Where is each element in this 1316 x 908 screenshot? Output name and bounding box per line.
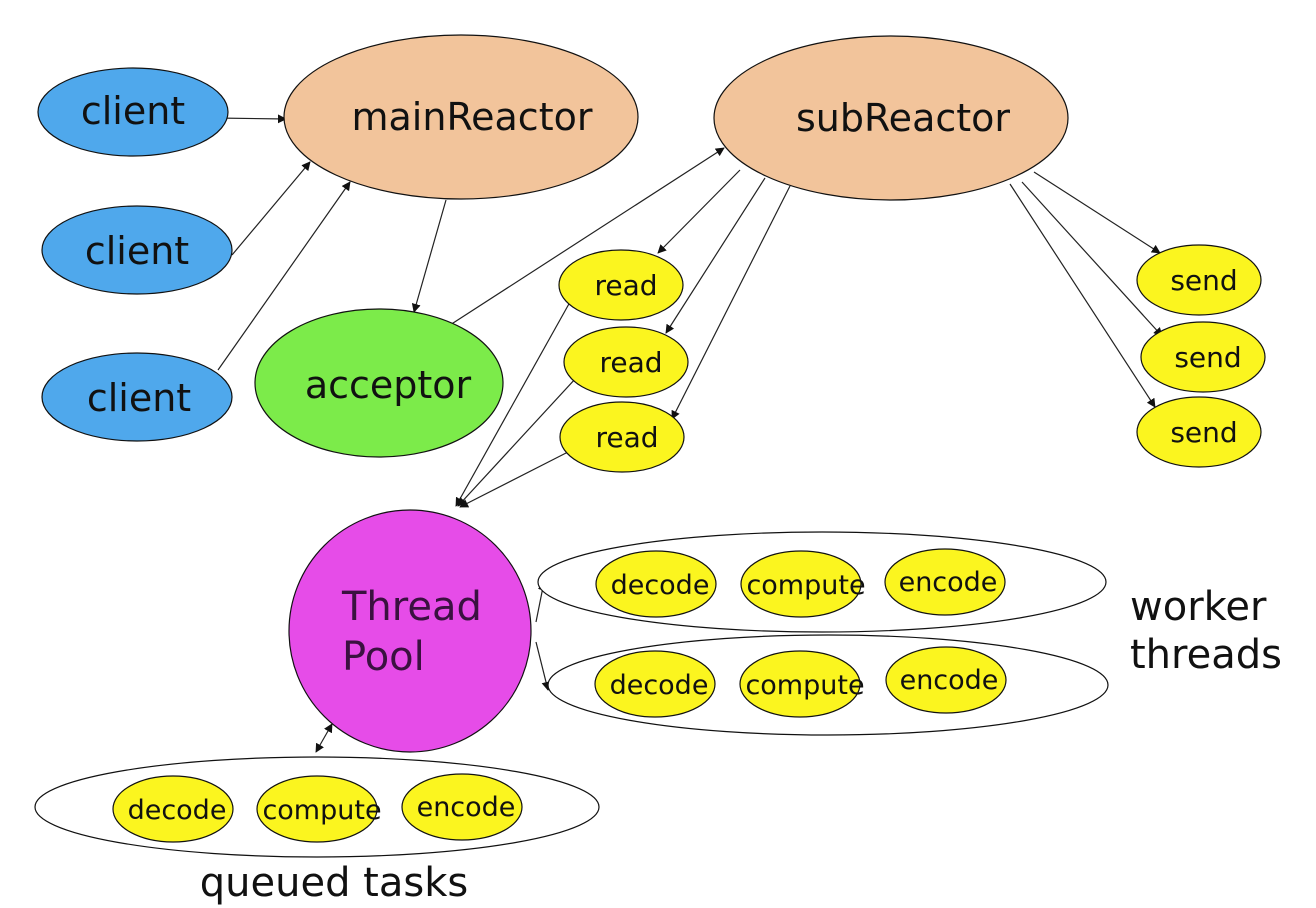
edge-threadpool-queue bbox=[315, 723, 333, 753]
read-node: read bbox=[559, 401, 685, 473]
worker-thread-group: decode compute encode bbox=[547, 634, 1109, 736]
edge-subreactor-send1 bbox=[1033, 171, 1161, 254]
encode-ellipse bbox=[884, 548, 1006, 616]
send-label: send bbox=[1170, 416, 1237, 449]
send-label: send bbox=[1174, 341, 1241, 374]
worker-threads-label-line2: threads bbox=[1130, 632, 1282, 678]
sub-reactor-ellipse bbox=[713, 35, 1069, 201]
sub-reactor-node: subReactor bbox=[713, 35, 1069, 201]
client-label: client bbox=[85, 229, 189, 273]
edges bbox=[214, 114, 1163, 753]
encode-ellipse bbox=[885, 646, 1007, 714]
edge-subreactor-read3 bbox=[671, 185, 791, 420]
queued-tasks-label: queued tasks bbox=[200, 860, 468, 906]
compute-label: compute bbox=[745, 670, 864, 701]
decode-label: decode bbox=[611, 570, 710, 601]
send-ellipse bbox=[1136, 244, 1262, 316]
thread-pool-node: Thread Pool bbox=[288, 509, 532, 753]
compute-ellipse bbox=[740, 550, 862, 618]
client-label: client bbox=[87, 376, 191, 420]
edge-read2-threadpool bbox=[457, 377, 577, 507]
encode-label: encode bbox=[899, 567, 998, 598]
compute-label: compute bbox=[262, 795, 381, 826]
send-node: send bbox=[1136, 396, 1262, 468]
read-node: read bbox=[558, 249, 684, 321]
thread-pool-label-line1: Thread bbox=[341, 584, 482, 630]
compute-label: compute bbox=[746, 570, 865, 601]
acceptor-node: acceptor bbox=[254, 308, 504, 458]
client-node: client bbox=[41, 352, 233, 442]
main-reactor-node: mainReactor bbox=[283, 34, 639, 200]
read-label: read bbox=[595, 421, 658, 454]
compute-ellipse bbox=[739, 650, 861, 718]
client-node: client bbox=[37, 67, 229, 157]
decode-ellipse bbox=[595, 550, 717, 618]
read-label: read bbox=[599, 346, 662, 379]
main-reactor-label: mainReactor bbox=[352, 95, 593, 139]
client-ellipse bbox=[41, 352, 233, 442]
thread-pool-circle bbox=[288, 509, 532, 753]
encode-label: encode bbox=[417, 792, 516, 823]
client-ellipse bbox=[37, 67, 229, 157]
send-ellipse bbox=[1140, 321, 1266, 393]
edge-client2-mainreactor bbox=[231, 161, 311, 256]
client-label: client bbox=[81, 89, 185, 133]
edge-subreactor-send3 bbox=[1009, 183, 1156, 408]
send-node: send bbox=[1136, 244, 1262, 316]
decode-ellipse bbox=[112, 775, 234, 843]
client-node: client bbox=[41, 205, 233, 295]
encode-label: encode bbox=[900, 665, 999, 696]
decode-label: decode bbox=[610, 670, 709, 701]
read-ellipse bbox=[558, 249, 684, 321]
queued-tasks-group: decode compute encode bbox=[34, 756, 600, 858]
read-ellipse bbox=[563, 326, 689, 398]
acceptor-label: acceptor bbox=[305, 363, 472, 407]
edge-mainreactor-acceptor bbox=[411, 199, 447, 313]
read-node: read bbox=[563, 326, 689, 398]
send-node: send bbox=[1140, 321, 1266, 393]
edge-threadpool-worker2 bbox=[535, 641, 551, 691]
compute-ellipse bbox=[256, 775, 378, 843]
edge-subreactor-read2 bbox=[665, 177, 766, 334]
worker-threads-label-line1: worker bbox=[1130, 584, 1267, 630]
encode-ellipse bbox=[401, 773, 523, 841]
edge-read1-threadpool bbox=[455, 301, 571, 507]
decode-label: decode bbox=[128, 795, 227, 826]
main-reactor-ellipse bbox=[283, 34, 639, 200]
worker-thread-group: decode compute encode bbox=[537, 531, 1107, 633]
edge-acceptor-subreactor bbox=[449, 147, 725, 326]
sub-reactor-label: subReactor bbox=[796, 96, 1010, 140]
decode-ellipse bbox=[594, 650, 716, 718]
read-label: read bbox=[594, 269, 657, 302]
send-label: send bbox=[1170, 264, 1237, 297]
send-ellipse bbox=[1136, 396, 1262, 468]
acceptor-ellipse bbox=[254, 308, 504, 458]
edge-client3-mainreactor bbox=[217, 181, 351, 371]
edge-read3-threadpool bbox=[459, 451, 569, 508]
client-ellipse bbox=[41, 205, 233, 295]
thread-pool-label-line2: Pool bbox=[342, 634, 425, 680]
edge-subreactor-read1 bbox=[657, 169, 741, 254]
read-ellipse bbox=[559, 401, 685, 473]
edge-subreactor-send2 bbox=[1021, 181, 1163, 337]
